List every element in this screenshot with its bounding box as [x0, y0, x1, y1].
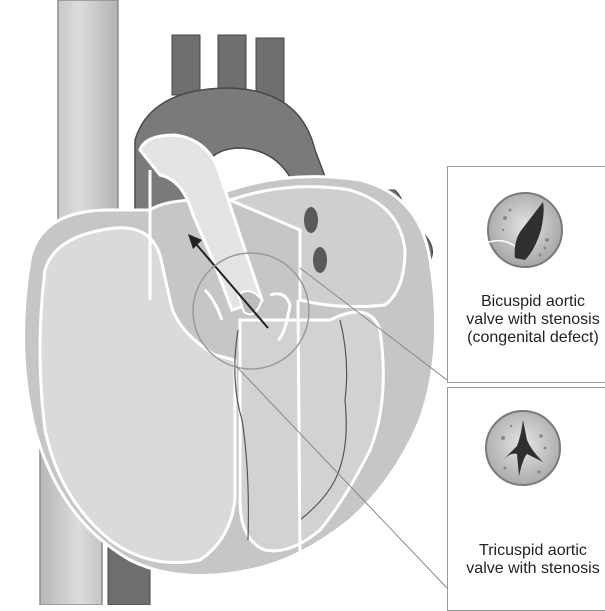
bicuspid-panel: Bicuspid aortic valve with stenosis (con…: [447, 166, 605, 383]
pulmonary-opening-1: [304, 207, 318, 233]
pulmonary-opening-2: [313, 247, 327, 273]
aortic-branch-1: [172, 35, 200, 95]
tricuspid-caption: Tricuspid aortic valve with stenosis: [447, 542, 605, 578]
left-ventricle: [240, 312, 383, 551]
tricuspid-valve-icon: [483, 408, 563, 488]
bicuspid-valve-icon: [485, 190, 565, 270]
caption-line: valve with stenosis: [447, 311, 605, 329]
caption-line: (congenital defect): [447, 329, 605, 347]
caption-line: Bicuspid aortic: [447, 293, 605, 311]
bicuspid-caption: Bicuspid aortic valve with stenosis (con…: [447, 293, 605, 347]
aortic-branch-2: [218, 35, 246, 90]
tricuspid-panel: Tricuspid aortic valve with stenosis: [447, 387, 605, 611]
caption-line: valve with stenosis: [447, 560, 605, 578]
caption-line: Tricuspid aortic: [447, 542, 605, 560]
